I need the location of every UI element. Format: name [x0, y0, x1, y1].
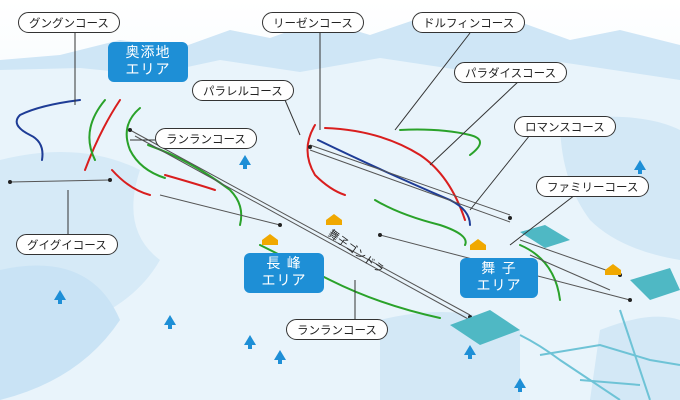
slope-bottom-right — [590, 316, 680, 400]
lift-line — [9, 179, 111, 183]
gondola-line — [129, 129, 471, 316]
course-line — [519, 244, 561, 301]
lift-line — [529, 254, 611, 291]
lift-station — [128, 128, 132, 132]
course-line — [15, 99, 81, 161]
valley-lower-left — [0, 265, 120, 400]
course-line — [164, 174, 216, 191]
buildings — [450, 225, 680, 345]
course-line — [125, 107, 166, 179]
label-guigui-course[interactable]: グイグイコース — [16, 234, 118, 255]
leader-line — [469, 134, 531, 211]
lift-station — [308, 145, 312, 149]
area-nagamine-suffix: エリア — [261, 273, 307, 289]
leader-line — [429, 79, 521, 166]
lodge-icon — [326, 214, 342, 225]
leader-lines — [67, 32, 576, 320]
area-okusoechi[interactable]: 奥添地 エリア — [108, 42, 188, 82]
label-reezen-course[interactable]: リーゼンコース — [262, 12, 364, 33]
area-nagamine[interactable]: 長 峰 エリア — [244, 253, 324, 293]
area-maiko[interactable]: 舞 子 エリア — [460, 258, 538, 298]
lift-line — [159, 194, 281, 226]
lift-station — [108, 178, 112, 182]
road — [579, 379, 641, 386]
roads — [519, 309, 680, 400]
course-line — [147, 144, 243, 226]
lift-stations — [8, 128, 632, 319]
lift-line — [309, 144, 511, 216]
lodge-icon — [605, 264, 621, 275]
building — [450, 310, 520, 345]
course-line — [317, 139, 471, 226]
course-line — [374, 199, 467, 246]
course-line — [84, 99, 121, 171]
label-dolphin-course[interactable]: ドルフィンコース — [412, 12, 526, 33]
lifts — [9, 129, 631, 321]
label-ranran-course-lower[interactable]: ランランコース — [286, 319, 388, 340]
area-maiko-name: 舞 子 — [481, 261, 517, 277]
lift-station — [8, 180, 12, 184]
trees — [54, 155, 646, 392]
gondola-line — [134, 135, 471, 321]
lift-line — [519, 239, 621, 276]
lift-station — [378, 233, 382, 237]
blue-courses — [15, 99, 471, 226]
course-line — [399, 128, 481, 156]
tree-icon — [464, 345, 476, 359]
label-parallel-course[interactable]: パラレルコース — [192, 80, 294, 101]
tree-icon — [274, 350, 286, 364]
red-courses — [84, 99, 466, 221]
leader-line — [394, 32, 471, 131]
tree-icon — [244, 335, 256, 349]
course-line — [88, 99, 106, 161]
lift-station — [508, 216, 512, 220]
road — [539, 343, 680, 366]
tree-icon — [239, 155, 251, 169]
label-gungun-course[interactable]: グングンコース — [18, 12, 120, 33]
tree-icon — [54, 290, 66, 304]
label-family-course[interactable]: ファミリーコース — [536, 176, 650, 197]
lift-station — [628, 298, 632, 302]
lodge-icon — [262, 234, 278, 245]
area-maiko-suffix: エリア — [476, 278, 522, 294]
tree-icon — [634, 160, 646, 174]
lodge-icon — [470, 239, 486, 250]
area-okusoechi-name: 奥添地 — [125, 45, 171, 61]
lift-line — [309, 149, 511, 223]
lodges — [262, 214, 621, 275]
label-paradise-course[interactable]: パラダイスコース — [454, 62, 568, 83]
lift-station — [278, 223, 282, 227]
leader-line — [509, 194, 576, 246]
label-romance-course[interactable]: ロマンスコース — [514, 116, 616, 137]
road — [619, 309, 651, 400]
tree-icon — [164, 315, 176, 329]
building — [520, 225, 570, 248]
label-ranran-course-upper[interactable]: ランランコース — [155, 128, 257, 149]
area-okusoechi-suffix: エリア — [125, 62, 171, 78]
area-nagamine-name: 長 峰 — [266, 256, 302, 272]
leader-line — [284, 99, 301, 136]
green-courses — [88, 99, 561, 319]
building — [630, 268, 680, 300]
course-line — [306, 124, 346, 196]
course-line — [324, 127, 466, 221]
road — [519, 334, 621, 400]
course-line — [111, 169, 151, 196]
tree-icon — [514, 378, 526, 392]
